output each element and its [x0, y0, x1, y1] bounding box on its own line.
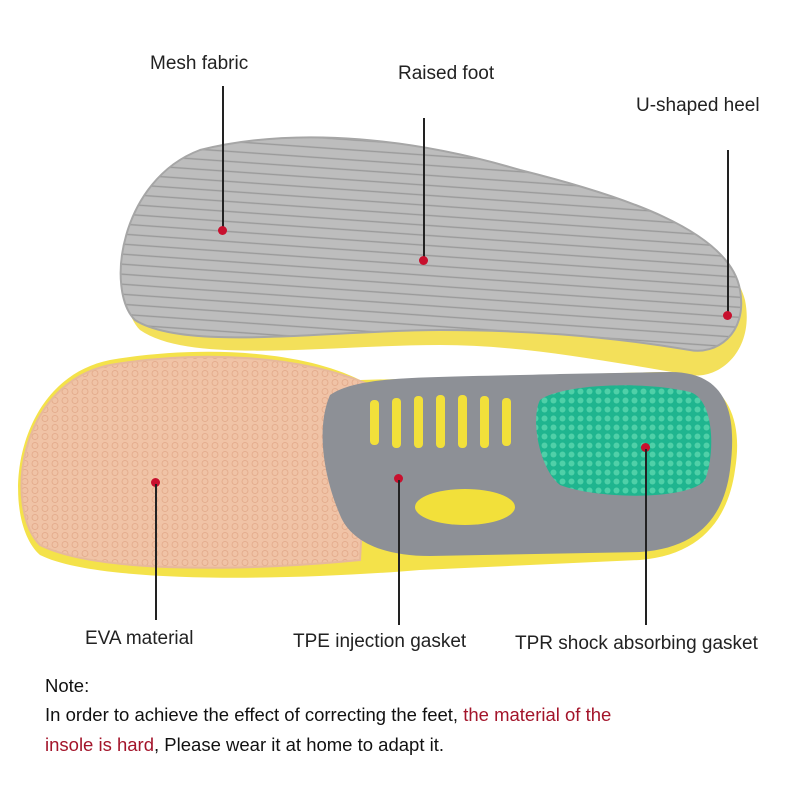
marker-dot	[641, 443, 650, 452]
callout-line	[423, 118, 425, 258]
marker-dot	[394, 474, 403, 483]
callout-line	[645, 449, 647, 625]
marker-dot	[419, 256, 428, 265]
label-tpe-gasket: TPE injection gasket	[293, 631, 467, 652]
marker-dot	[151, 478, 160, 487]
label-tpr-gasket: TPR shock absorbing gasket	[515, 633, 758, 654]
marker-dot	[218, 226, 227, 235]
label-raised-foot: Raised foot	[398, 63, 495, 84]
callout-line	[155, 484, 157, 620]
upper-insole	[119, 136, 747, 376]
note-text: In order to achieve the effect of correc…	[45, 704, 464, 725]
marker-dot	[723, 311, 732, 320]
callout-line	[398, 480, 400, 625]
label-eva-material: EVA material	[85, 628, 194, 649]
lower-insole	[18, 351, 738, 578]
note-title: Note:	[45, 675, 90, 696]
callout-line	[727, 150, 729, 313]
note-line-1: In order to achieve the effect of correc…	[45, 704, 611, 726]
note-text: , Please wear it at home to adapt it.	[154, 734, 445, 755]
label-mesh-fabric: Mesh fabric	[150, 53, 249, 74]
label-u-shaped-heel: U-shaped heel	[636, 95, 760, 116]
callout-line	[222, 86, 224, 229]
note-line-2: insole is hard, Please wear it at home t…	[45, 734, 444, 756]
note-highlight: insole is hard	[45, 734, 155, 755]
note-highlight: the material of the	[463, 704, 612, 725]
